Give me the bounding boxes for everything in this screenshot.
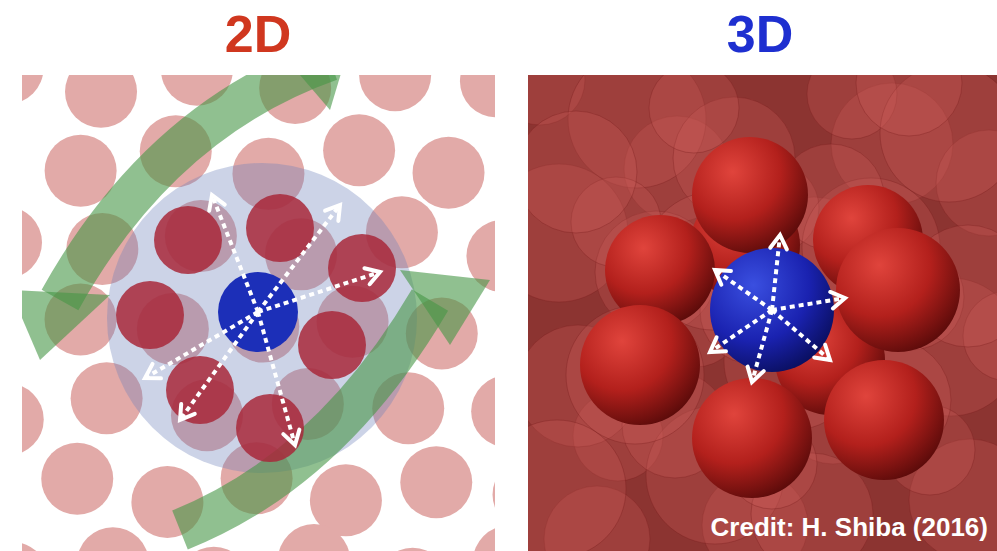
background-particles bbox=[528, 75, 997, 551]
particle bbox=[65, 75, 137, 128]
particle bbox=[77, 527, 149, 551]
particle-lattice bbox=[22, 75, 495, 551]
arrow bbox=[258, 205, 340, 312]
panel-heading: 2D bbox=[225, 8, 291, 60]
shear-arrowheads bbox=[22, 75, 490, 360]
tagged-sphere bbox=[710, 248, 834, 372]
neighbour bbox=[116, 281, 184, 349]
particle bbox=[528, 111, 637, 233]
neighbour bbox=[692, 378, 812, 498]
arrow bbox=[209, 195, 258, 312]
particle bbox=[323, 114, 395, 186]
particle bbox=[22, 542, 48, 551]
particle bbox=[649, 75, 739, 153]
particle bbox=[359, 75, 431, 111]
particle bbox=[377, 548, 449, 551]
arrow bbox=[772, 310, 830, 360]
particle bbox=[22, 207, 42, 279]
particle bbox=[460, 75, 495, 117]
three-d-panel bbox=[528, 75, 997, 551]
neighbour bbox=[824, 360, 944, 480]
neighbour bbox=[580, 305, 700, 425]
particle bbox=[493, 459, 495, 531]
arrow bbox=[258, 268, 380, 312]
panel-heading: 3D bbox=[727, 8, 793, 60]
particle bbox=[22, 383, 44, 455]
shear-arrows bbox=[60, 75, 430, 530]
neighbour-spheres bbox=[580, 137, 960, 498]
particle bbox=[566, 306, 704, 444]
neighbour bbox=[236, 394, 304, 462]
neighbour-particles bbox=[116, 194, 396, 462]
two-d-panel bbox=[22, 75, 495, 551]
neighbour bbox=[836, 228, 960, 352]
displacement-arrows bbox=[710, 235, 845, 382]
arrow bbox=[180, 312, 258, 420]
neighbour bbox=[154, 206, 222, 274]
neighbour bbox=[166, 356, 234, 424]
arrow bbox=[770, 235, 787, 310]
arrow bbox=[748, 310, 772, 382]
particle bbox=[413, 137, 485, 209]
neighbour bbox=[692, 137, 808, 253]
particle bbox=[473, 525, 495, 551]
neighbour bbox=[298, 311, 366, 379]
arrow bbox=[715, 270, 772, 310]
particle bbox=[856, 75, 962, 136]
arrow bbox=[145, 312, 258, 378]
particle bbox=[22, 75, 44, 104]
arrow bbox=[258, 312, 299, 445]
particle bbox=[400, 446, 472, 518]
particle bbox=[471, 375, 495, 447]
neighbour bbox=[328, 234, 396, 302]
particle bbox=[278, 524, 350, 551]
credit-note: Credit: H. Shiba (2016) bbox=[711, 514, 988, 540]
cage-region bbox=[107, 163, 417, 473]
displacement-arrows bbox=[145, 195, 380, 445]
particle bbox=[41, 443, 113, 515]
arrow bbox=[772, 292, 845, 310]
